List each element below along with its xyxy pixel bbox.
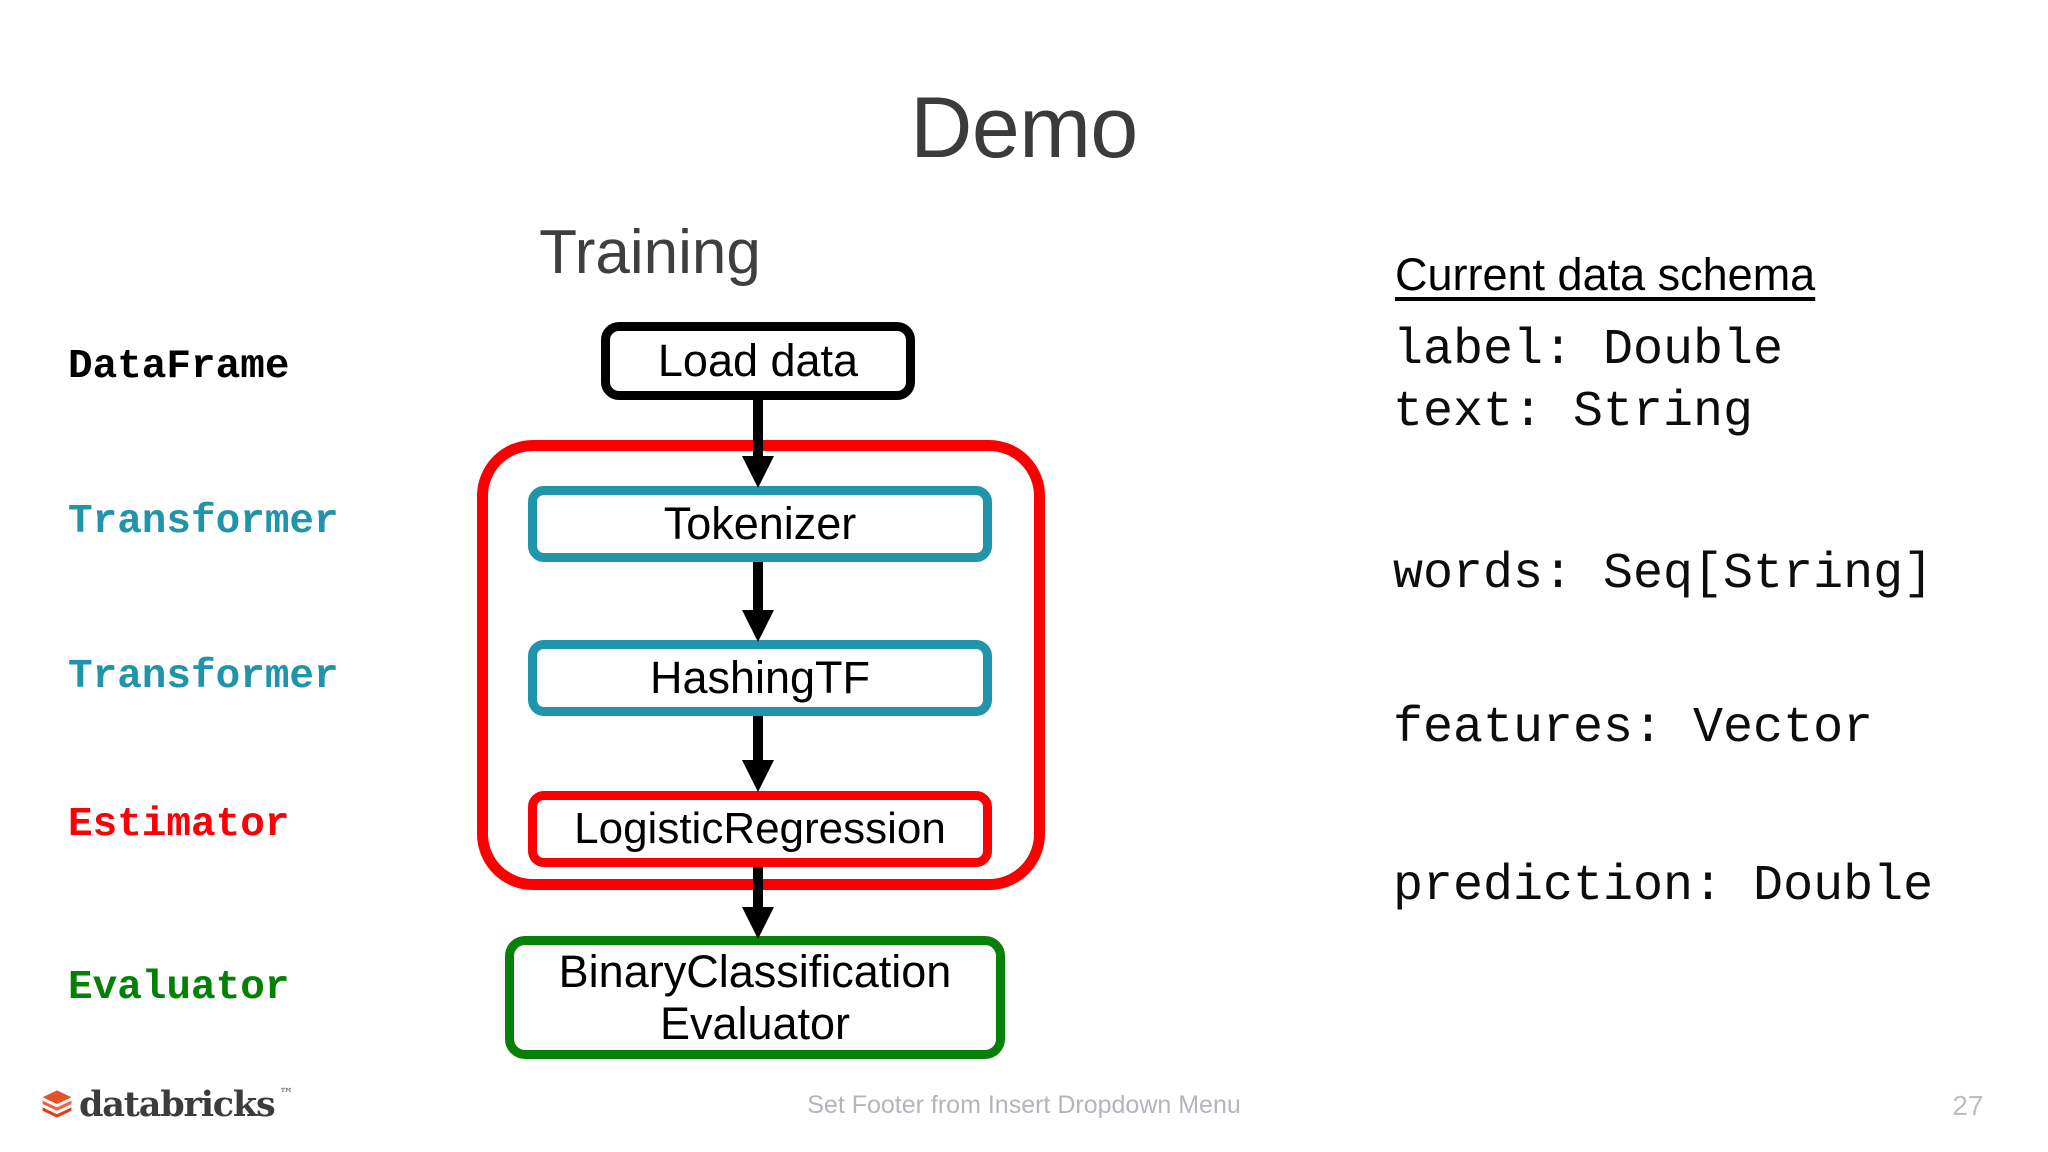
flow-node-load-data[interactable]: Load data	[601, 322, 915, 400]
arrow-down-icon-tokenizer-to-hashingtf	[742, 562, 774, 642]
schema-line-words: words: Seq[String]	[1393, 546, 1934, 603]
arrow-down-icon-hashingtf-to-logisticregression	[742, 716, 774, 792]
schema-line-text: text: String	[1393, 384, 1754, 441]
role-label-evaluator: Evaluator	[68, 965, 290, 1011]
training-column-heading: Training	[539, 218, 761, 287]
role-label-transformer-1: Transformer	[68, 499, 339, 545]
schema-line-prediction: prediction: Double	[1393, 858, 1934, 915]
flow-node-evaluator-line-2: Evaluator	[659, 997, 851, 1049]
databricks-logo: databricks ™	[40, 1082, 293, 1126]
flow-node-hashingtf[interactable]: HashingTF	[528, 640, 992, 716]
flow-node-tokenizer[interactable]: Tokenizer	[528, 486, 992, 562]
flow-node-binaryclassification-evaluator[interactable]: BinaryClassification Evaluator	[505, 936, 1005, 1059]
footer-placeholder-text: Set Footer from Insert Dropdown Menu	[807, 1091, 1241, 1119]
flow-node-evaluator-line-1: BinaryClassification	[558, 946, 952, 998]
arrow-down-icon-logisticregression-to-evaluator	[742, 867, 774, 939]
page-title: Demo	[910, 80, 1138, 176]
schema-line-label: label: Double	[1393, 322, 1784, 379]
page-number: 27	[1952, 1090, 1984, 1121]
role-label-transformer-2: Transformer	[68, 654, 339, 700]
databricks-stack-icon	[42, 1090, 72, 1118]
role-label-estimator: Estimator	[68, 802, 290, 848]
trademark-symbol: ™	[279, 1086, 294, 1102]
flow-node-logisticregression[interactable]: LogisticRegression	[528, 791, 992, 867]
schema-heading: Current data schema	[1395, 249, 1816, 300]
databricks-wordmark: databricks	[79, 1083, 276, 1125]
arrow-down-icon-load-to-tokenizer	[742, 400, 774, 488]
schema-line-features: features: Vector	[1393, 700, 1874, 757]
role-label-dataframe: DataFrame	[68, 344, 290, 390]
